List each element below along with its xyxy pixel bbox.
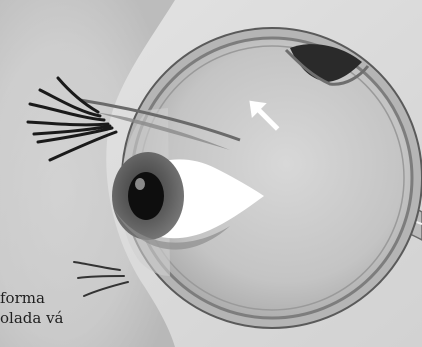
caption-line-1: forma: [0, 289, 45, 307]
pupil: [128, 172, 164, 220]
pupil-highlight: [135, 178, 145, 190]
caption-line-2: olada vá: [0, 309, 64, 327]
